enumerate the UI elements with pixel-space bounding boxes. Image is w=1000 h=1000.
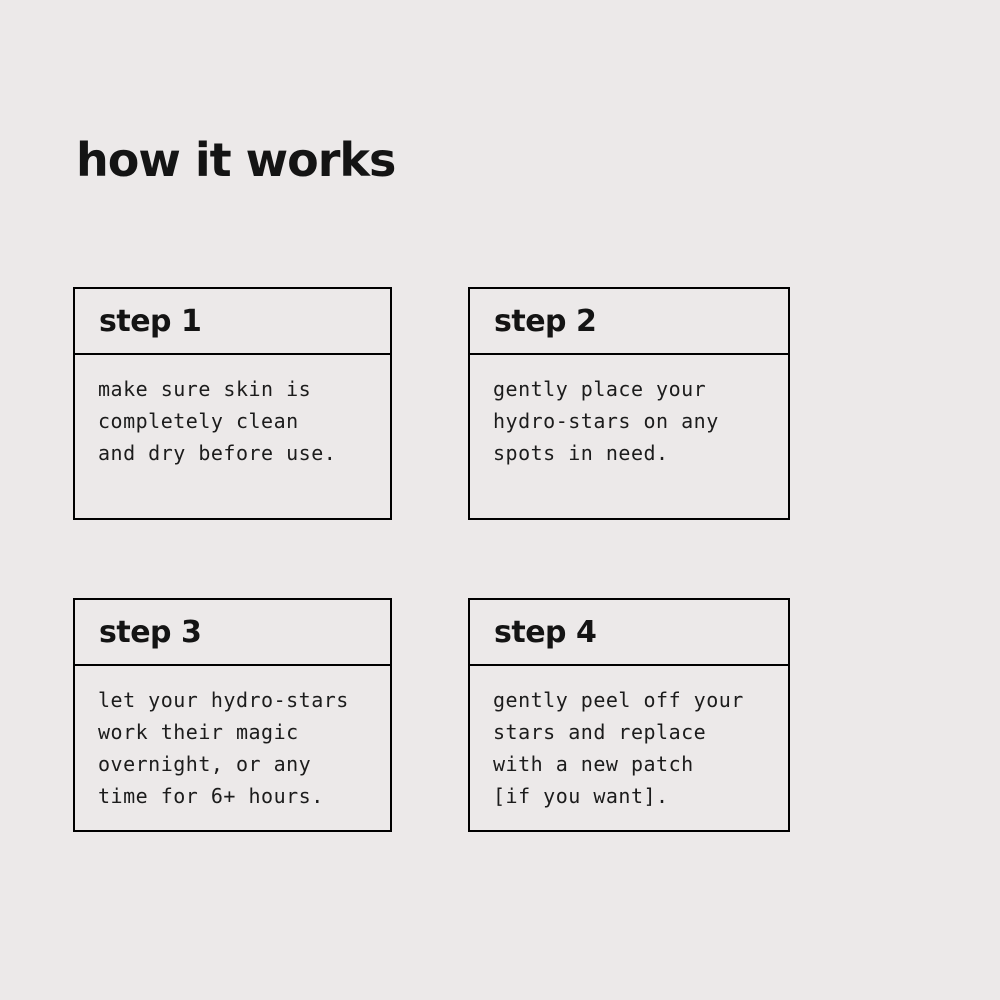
step-description: make sure skin is completely clean and d… bbox=[98, 377, 337, 465]
step-card-3: step 3 let your hydro-stars work their m… bbox=[73, 598, 392, 832]
step-description: let your hydro-stars work their magic ov… bbox=[98, 688, 349, 808]
step-card-1-header: step 1 bbox=[75, 289, 390, 355]
step-card-1: step 1 make sure skin is completely clea… bbox=[73, 287, 392, 520]
step-card-4: step 4 gently peel off your stars and re… bbox=[468, 598, 790, 832]
step-card-2: step 2 gently place your hydro-stars on … bbox=[468, 287, 790, 520]
step-description: gently place your hydro-stars on any spo… bbox=[493, 377, 719, 465]
page-title: how it works bbox=[76, 132, 396, 187]
step-card-3-header: step 3 bbox=[75, 600, 390, 666]
step-label: step 1 bbox=[99, 303, 202, 339]
step-label: step 2 bbox=[494, 303, 597, 339]
step-card-2-header: step 2 bbox=[470, 289, 788, 355]
step-label: step 4 bbox=[494, 614, 597, 650]
step-description: gently peel off your stars and replace w… bbox=[493, 688, 744, 808]
step-label: step 3 bbox=[99, 614, 202, 650]
step-card-4-header: step 4 bbox=[470, 600, 788, 666]
